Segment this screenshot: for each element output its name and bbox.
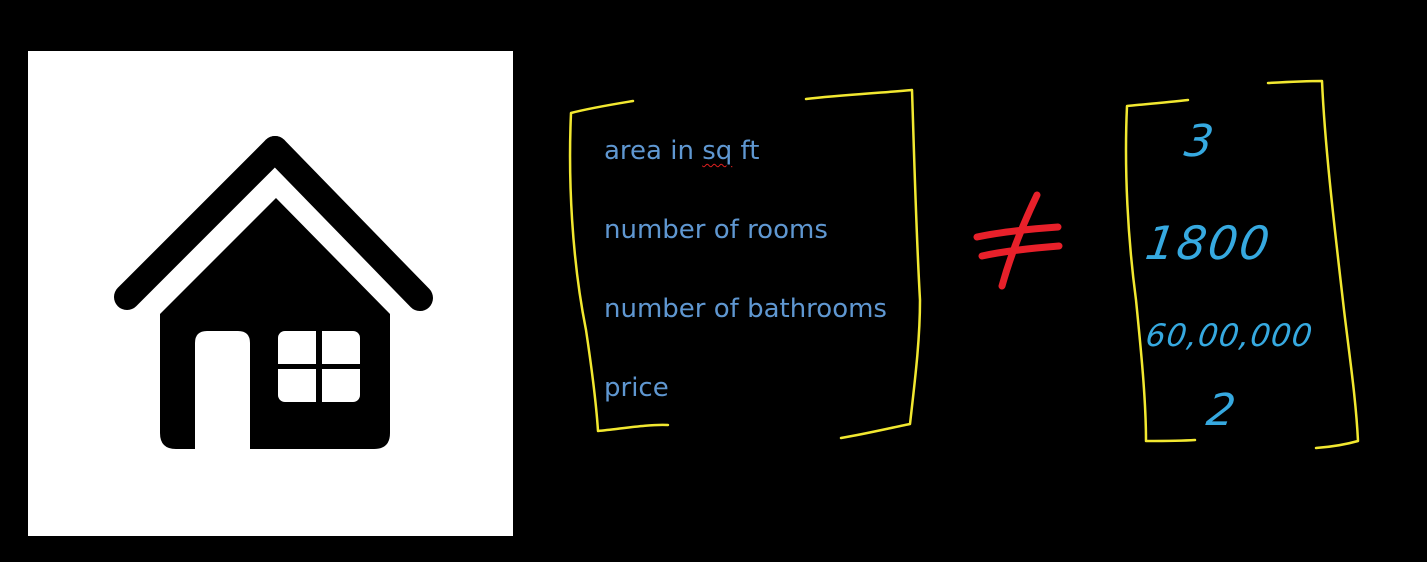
- not-equal-sign: [973, 191, 1063, 290]
- right-matrix-close-bracket: [1266, 79, 1360, 450]
- window-mullion-h: [278, 364, 360, 369]
- house-icon: [114, 136, 433, 449]
- right-matrix-open-bracket: [1124, 98, 1197, 443]
- feature-area: area in sq ft: [604, 134, 759, 168]
- house-image-panel: [28, 51, 513, 536]
- roof-shape: [114, 136, 288, 310]
- feature-area-unit: sq: [702, 136, 733, 166]
- feature-area-suffix: ft: [732, 136, 760, 166]
- feature-price: price: [604, 373, 669, 403]
- feature-rooms: number of rooms: [604, 215, 828, 245]
- value-2: 1800: [1142, 216, 1275, 270]
- left-matrix-open-bracket: [568, 99, 670, 433]
- feature-bathrooms: number of bathrooms: [604, 294, 887, 324]
- feature-area-prefix: area in: [604, 136, 703, 166]
- roof-shape-right: [262, 136, 433, 311]
- value-3: 60,00,000: [1143, 318, 1316, 354]
- left-matrix-close-bracket: [804, 88, 922, 440]
